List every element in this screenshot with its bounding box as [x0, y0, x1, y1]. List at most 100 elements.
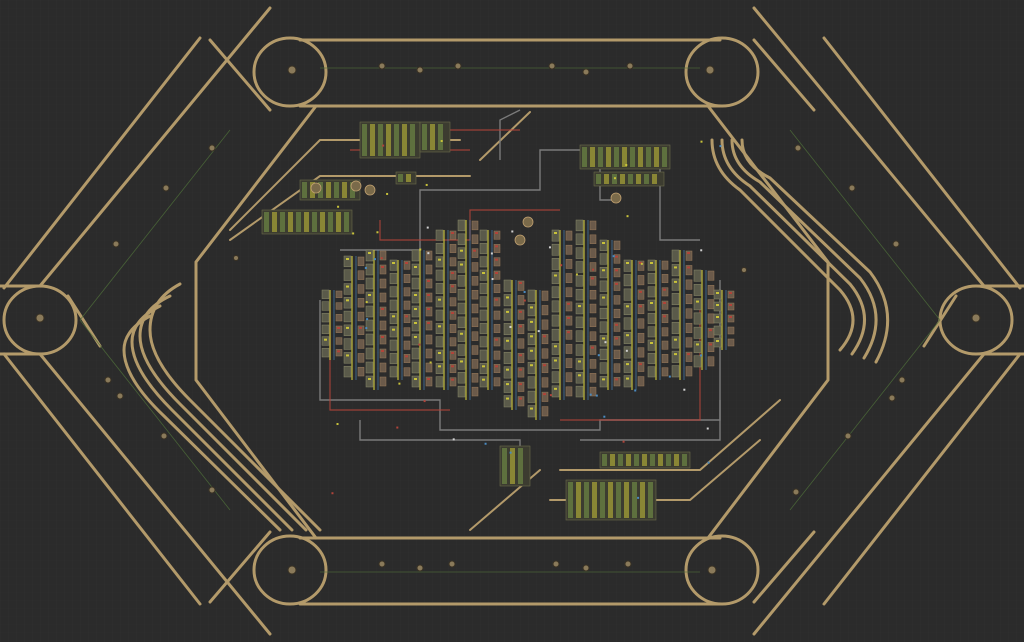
assembler [541, 406, 549, 417]
inserter [650, 262, 653, 264]
assembler [661, 340, 669, 350]
factory-core[interactable] [261, 109, 735, 521]
assembler [671, 293, 680, 306]
assembler [613, 336, 621, 346]
signal-light [373, 258, 376, 261]
furnace [622, 147, 627, 167]
inserter [578, 360, 581, 363]
signal-light [622, 440, 625, 443]
assembler [425, 292, 433, 303]
inserter [729, 316, 732, 318]
assembler [357, 353, 365, 363]
inserter [639, 305, 642, 308]
assembler [565, 273, 573, 283]
assembler [403, 340, 411, 350]
furnace [674, 454, 679, 466]
assembler [503, 294, 512, 307]
assembler [527, 405, 536, 418]
furnace [326, 182, 331, 198]
assembler [565, 259, 573, 269]
inserter [460, 249, 463, 252]
assembler [671, 365, 680, 378]
signal-light [509, 325, 512, 328]
signal-light [382, 144, 385, 147]
assembler [575, 302, 584, 315]
assembler [575, 288, 584, 301]
assembler [321, 324, 330, 334]
assembler [379, 264, 387, 275]
inserter [674, 280, 677, 283]
gun-turret-icon [582, 564, 590, 572]
signal-light [425, 183, 428, 186]
assembler [457, 302, 466, 315]
assembler [365, 347, 374, 360]
inserter [519, 354, 522, 357]
assembler [685, 294, 693, 305]
inserter [554, 274, 557, 277]
furnace [342, 182, 347, 198]
signal-light [331, 492, 334, 495]
assembler [637, 304, 645, 315]
assembler [541, 348, 549, 359]
assembler [479, 323, 488, 334]
furnace [600, 482, 605, 518]
assembler [503, 337, 512, 350]
furnace [682, 454, 687, 466]
assembler [449, 244, 457, 253]
furnace [654, 147, 659, 167]
inserter [674, 266, 677, 269]
furnace [616, 482, 621, 518]
gun-turret-icon [707, 565, 717, 575]
assembler [527, 318, 536, 331]
signal-light [625, 164, 628, 167]
assembler [637, 361, 645, 372]
inserter [451, 232, 454, 234]
assembler [527, 333, 536, 346]
signal-light [396, 426, 399, 429]
assembler [589, 234, 597, 244]
gun-turret-icon [848, 184, 856, 192]
assembler [457, 275, 466, 287]
assembler [599, 321, 608, 333]
assembler [647, 339, 656, 351]
assembler [389, 286, 398, 298]
assembler [493, 244, 501, 253]
assembler [479, 336, 488, 348]
assembler [713, 325, 722, 336]
furnace [630, 147, 635, 167]
furnace [288, 212, 293, 232]
assembler [623, 288, 632, 301]
assembler [343, 338, 352, 350]
assembler [379, 278, 387, 289]
inserter [567, 302, 570, 305]
assembler [661, 287, 669, 297]
inserter [427, 322, 430, 324]
furnace [334, 182, 339, 198]
inserter [663, 302, 666, 304]
inserter [567, 317, 570, 319]
inserter [438, 352, 441, 354]
assembler [589, 248, 597, 258]
assembler [357, 298, 365, 308]
storage-tank [350, 180, 362, 192]
inserter [615, 255, 618, 258]
assembler [647, 273, 656, 284]
assembler [589, 331, 597, 341]
assembler [661, 314, 669, 323]
furnace [650, 454, 655, 466]
inserter [543, 335, 546, 338]
gun-turret-icon [705, 65, 715, 75]
assembler [727, 290, 735, 299]
assembler [479, 283, 488, 294]
signal-light [509, 451, 512, 454]
assembler [457, 288, 466, 301]
furnace [320, 212, 325, 232]
furnace [618, 454, 623, 466]
assembler [613, 322, 621, 332]
furnace [638, 147, 643, 167]
inserter [602, 242, 605, 244]
signal-light [603, 415, 606, 418]
inserter [716, 304, 719, 306]
gun-turret-icon [892, 240, 900, 248]
